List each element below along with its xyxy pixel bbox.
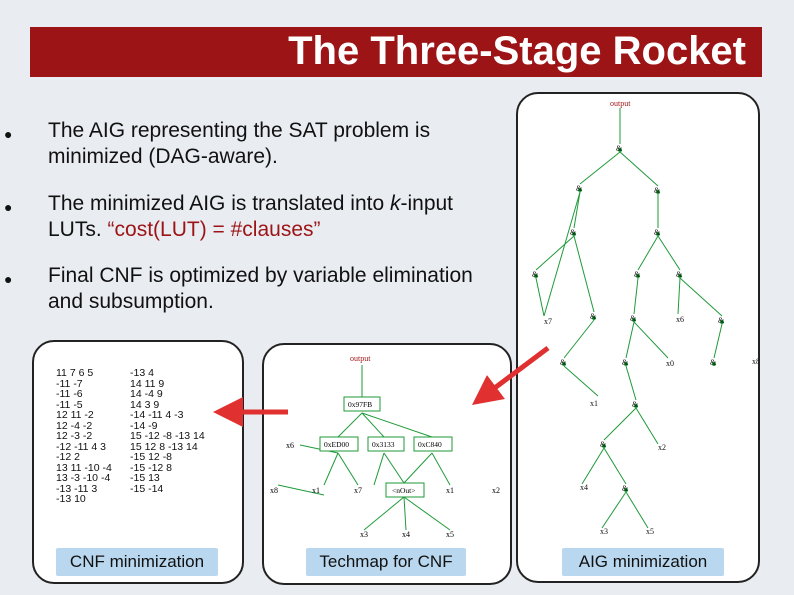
and-node: &: [718, 316, 725, 325]
and-node: &: [634, 270, 641, 279]
input-label: x4: [402, 530, 410, 539]
input-label: x3: [360, 530, 368, 539]
and-node: &: [654, 228, 661, 237]
cnf-clause: 11 7 6 5: [56, 367, 94, 379]
stage-label-aig: AIG minimization: [562, 548, 724, 576]
cnf-clause: -15 -14: [130, 482, 164, 495]
and-node: &: [590, 312, 597, 321]
aig-output-label: output: [610, 99, 631, 108]
input-label: x0: [666, 359, 674, 368]
input-label: x8: [752, 357, 758, 366]
and-node: &: [570, 228, 577, 237]
cnf-clause: -15 12 -8: [130, 451, 173, 463]
arrow-aig-to-techmap-icon: [472, 346, 550, 405]
cost-quote: “cost(LUT) = #clauses”: [107, 218, 321, 241]
cnf-clause: -15 13: [130, 472, 160, 484]
cnf-clause: 13 11 -10 -4: [56, 461, 112, 474]
bullet-text: The minimized AIG is translated into k-i…: [48, 191, 478, 243]
aig-panel: output & & & & & & & & & & & & & & & & &: [516, 92, 760, 583]
input-label: x8: [270, 486, 278, 495]
cnf-clause: 15 12 8 -13 14: [130, 440, 198, 453]
title-bar: The Three-Stage Rocket: [30, 27, 762, 77]
input-label: x7: [544, 317, 552, 326]
bullet-dot-icon: ●: [4, 271, 13, 287]
input-label: x1: [446, 486, 454, 495]
bullet-text-part: The minimized AIG is translated into: [48, 192, 390, 215]
lut-node-low: <nOut>: [392, 486, 415, 495]
cnf-clause: 14 3 9: [130, 398, 160, 411]
cnf-clause: 13 -3 -10 -4: [56, 472, 111, 484]
cnf-clause: 14 11 9: [130, 377, 165, 390]
cnf-clause: -14 -9: [130, 419, 158, 432]
cnf-clause: 15 -12 -8 -13 14: [130, 430, 205, 442]
input-label: x1: [312, 486, 320, 495]
and-node: &: [616, 144, 623, 153]
input-label: x7: [354, 486, 362, 495]
cnf-clause: -11 -5: [56, 398, 83, 411]
input-label: x3: [600, 527, 608, 536]
and-node: &: [532, 270, 539, 279]
input-label: x5: [646, 527, 654, 536]
cnf-clause: 12 -3 -2: [56, 430, 93, 442]
cnf-clause: -12 -11 4 3: [56, 440, 107, 453]
input-label: x2: [658, 443, 666, 452]
bullet-text-italic: k: [389, 192, 401, 215]
lut-node-mid: 0xC840: [418, 440, 442, 449]
and-node: &: [560, 358, 567, 367]
and-node: &: [630, 314, 637, 323]
and-node: &: [710, 358, 717, 367]
lut-node-mid: 0xED00: [324, 440, 349, 449]
cnf-clause: -15 -12 8: [130, 461, 173, 474]
cnf-clause: -13 10: [56, 493, 86, 505]
cnf-clause: -12 2: [56, 451, 80, 463]
input-label: x6: [676, 315, 684, 324]
bullet-dot-icon: ●: [4, 199, 13, 215]
input-label: x5: [446, 530, 454, 539]
input-label: x4: [580, 483, 588, 492]
cnf-clause: 14 -4 9: [130, 388, 163, 400]
cnf-clause: -13 4: [130, 367, 154, 379]
techmap-panel: output 0x97FB 0xED00 0x3133 0xC840 <nOut…: [262, 343, 512, 585]
lut-node-mid: 0x3133: [372, 440, 395, 449]
techmap-output-label: output: [350, 354, 371, 363]
cnf-clause: -11 -6: [56, 388, 83, 400]
cnf-clause: -11 -7: [56, 377, 83, 390]
input-label: x1: [590, 399, 598, 408]
bullet-text: The AIG representing the SAT problem is …: [48, 119, 431, 168]
and-node: &: [600, 440, 607, 449]
stage-label-techmap: Techmap for CNF: [306, 548, 466, 576]
lut-node-top: 0x97FB: [348, 400, 372, 409]
and-node: &: [654, 186, 661, 195]
slide-title: The Three-Stage Rocket: [288, 29, 746, 73]
bullet-text: Final CNF is optimized by variable elimi…: [48, 264, 473, 313]
cnf-clause: -13 -11 3: [56, 482, 98, 495]
bullet-text-part: -input LUTs.: [48, 192, 454, 241]
cnf-clause: 12 -4 -2: [56, 419, 93, 432]
and-node: &: [576, 184, 583, 193]
and-node: &: [632, 400, 639, 409]
and-node: &: [676, 270, 683, 279]
aig-graph: output & & & & & & & & & & & & & & & & &: [532, 99, 760, 536]
stage-label-cnf: CNF minimization: [56, 548, 218, 576]
techmap-graph: output 0x97FB 0xED00 0x3133 0xC840 <nOut…: [270, 354, 500, 539]
cnf-clause: -14 -11 4 -3: [130, 409, 184, 421]
and-node: &: [622, 358, 629, 367]
input-label: x6: [286, 441, 294, 450]
bullet-dot-icon: ●: [4, 126, 13, 142]
input-label: x2: [492, 486, 500, 495]
and-node: &: [622, 484, 629, 493]
cnf-clause: 12 11 -2: [56, 409, 94, 421]
